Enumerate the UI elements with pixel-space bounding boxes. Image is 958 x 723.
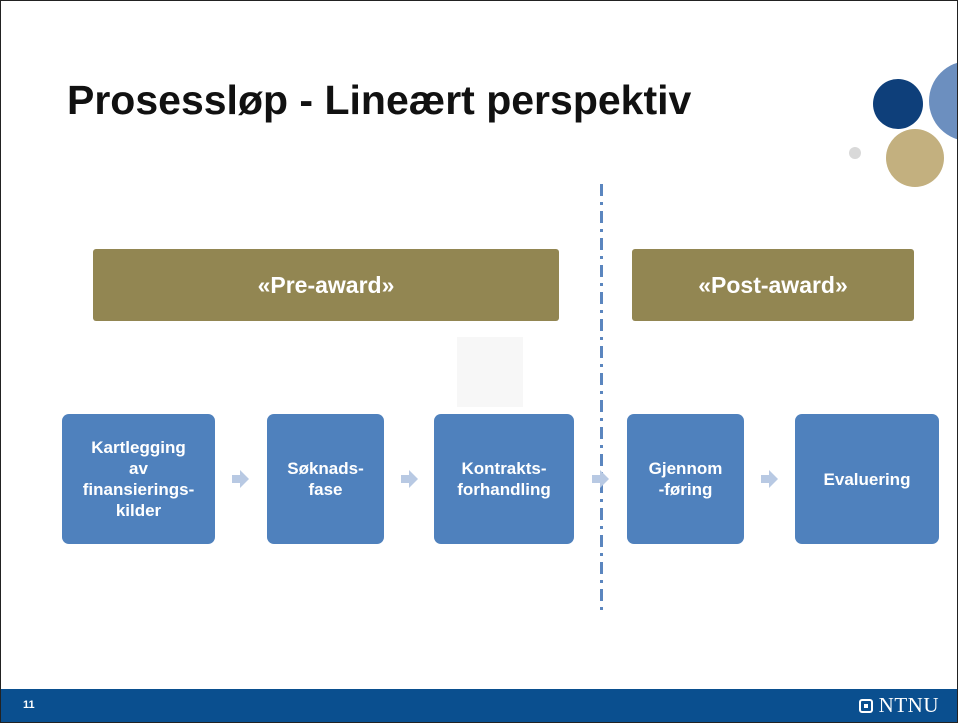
- footer-bar: 11 NTNU: [1, 689, 957, 722]
- ntnu-logo-text: NTNU: [878, 693, 939, 717]
- slide-title: Prosessløp - Lineært perspektiv: [67, 77, 692, 123]
- ntnu-logo: NTNU: [858, 693, 939, 718]
- step-evaluering: Evaluering: [795, 414, 939, 544]
- step-soknadsfase: Søknads- fase: [267, 414, 384, 544]
- ntnu-logo-icon: [858, 698, 873, 713]
- arrow-right-icon: [592, 470, 609, 488]
- decor-circle-blue-light: [929, 61, 957, 141]
- decor-circle-grey: [849, 147, 861, 159]
- decor-circle-tan: [886, 129, 944, 187]
- step-gjennomforing: Gjennom -føring: [627, 414, 744, 544]
- step-kartlegging: Kartlegging av finansierings- kilder: [62, 414, 215, 544]
- background-shape: [457, 337, 523, 407]
- arrow-right-icon: [761, 470, 778, 488]
- decor-circle-navy: [873, 79, 923, 129]
- arrow-right-icon: [232, 470, 249, 488]
- phase-divider-line: [600, 184, 603, 614]
- page-number: 11: [23, 699, 35, 711]
- phase-post-award: «Post-award»: [632, 249, 914, 321]
- arrow-right-icon: [401, 470, 418, 488]
- step-kontraktsforhandling: Kontrakts- forhandling: [434, 414, 574, 544]
- phase-pre-award: «Pre-award»: [93, 249, 559, 321]
